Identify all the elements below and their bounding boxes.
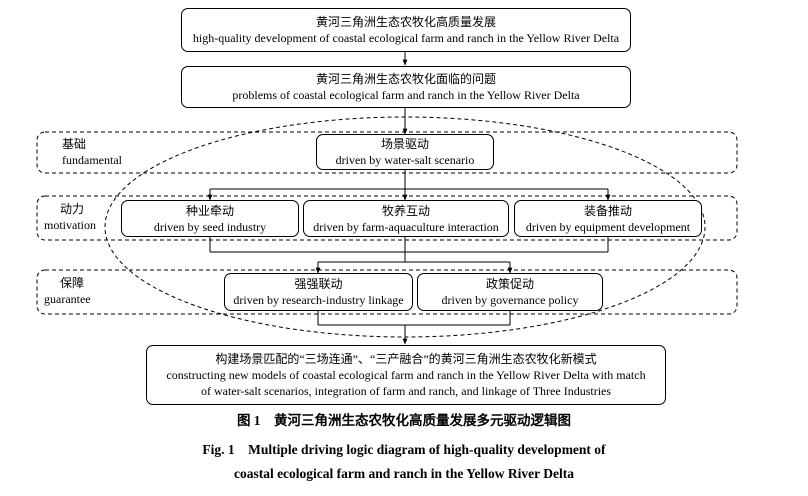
scenario-box: 场景驱动 driven by water-salt scenario	[316, 134, 494, 170]
caption-en-line2: coastal ecological farm and ranch in the…	[233, 466, 575, 481]
scenario-en: driven by water-salt scenario	[335, 153, 475, 167]
farm-zh: 牧养互动	[381, 203, 430, 218]
farm-en: driven by farm-aquaculture interaction	[313, 219, 499, 234]
governance-en: driven by governance policy	[441, 293, 579, 307]
fundamental-layer-frame	[36, 131, 738, 174]
top-goal-zh: 黄河三角洲生态农牧化高质量发展	[315, 15, 496, 29]
equipment-en: driven by equipment development	[525, 219, 691, 234]
model-en-line2: of water-salt scenarios, integration of …	[200, 384, 612, 398]
layer-label-motivation-en: motivation	[44, 218, 96, 232]
seed-zh: 种业牵动	[185, 203, 234, 218]
model-zh: 构建场景匹配的“三场连通”、“三产融合”的黄河三角洲生态农牧化新模式	[215, 352, 597, 366]
layer-label-guarantee-zh: 保障	[60, 276, 85, 290]
research-en: driven by research-industry linkage	[233, 293, 404, 307]
layer-label-motivation-zh: 动力	[60, 202, 85, 216]
layer-label-fundamental-en: fundamental	[62, 153, 122, 167]
model-en-line1: constructing new models of coastal ecolo…	[166, 368, 646, 382]
research-box: 强强联动 driven by research-industry linkage	[224, 273, 413, 311]
equipment-box: 装备推动 driven by equipment development	[514, 200, 702, 237]
equipment-zh: 装备推动	[583, 203, 632, 218]
motivation-layer-frame	[36, 195, 738, 241]
research-zh: 强强联动	[294, 277, 343, 291]
layer-label-guarantee-en: guarantee	[44, 292, 91, 306]
model-box: 构建场景匹配的“三场连通”、“三产融合”的黄河三角洲生态农牧化新模式 const…	[146, 345, 666, 405]
governance-zh: 政策促动	[485, 277, 534, 291]
layer-label-fundamental-zh: 基础	[62, 137, 87, 151]
seed-box: 种业牵动 driven by seed industry	[121, 200, 299, 237]
top-goal-en: high-quality development of coastal ecol…	[192, 31, 620, 45]
caption-en-line1: Fig. 1 Multiple driving logic diagram of…	[202, 442, 606, 457]
guarantee-layer-frame	[36, 269, 738, 315]
farm-box: 牧养互动 driven by farm-aquaculture interact…	[303, 200, 509, 237]
governance-box: 政策促动 driven by governance policy	[417, 273, 603, 311]
seed-en: driven by seed industry	[153, 219, 267, 234]
layer-label-fundamental: 基础 fundamental	[62, 136, 122, 168]
problems-zh: 黄河三角洲生态农牧化面临的问题	[315, 72, 496, 86]
caption-zh: 图 1 黄河三角洲生态农牧化高质量发展多元驱动逻辑图	[236, 413, 572, 428]
top-goal-box: 黄河三角洲生态农牧化高质量发展 high-quality development…	[181, 8, 631, 52]
problems-en: problems of coastal ecological farm and …	[232, 88, 580, 102]
scenario-zh: 场景驱动	[380, 137, 429, 151]
problems-box: 黄河三角洲生态农牧化面临的问题 problems of coastal ecol…	[181, 66, 631, 108]
layer-label-guarantee: 保障 guarantee	[44, 275, 91, 307]
layer-label-motivation: 动力 motivation	[44, 201, 96, 233]
